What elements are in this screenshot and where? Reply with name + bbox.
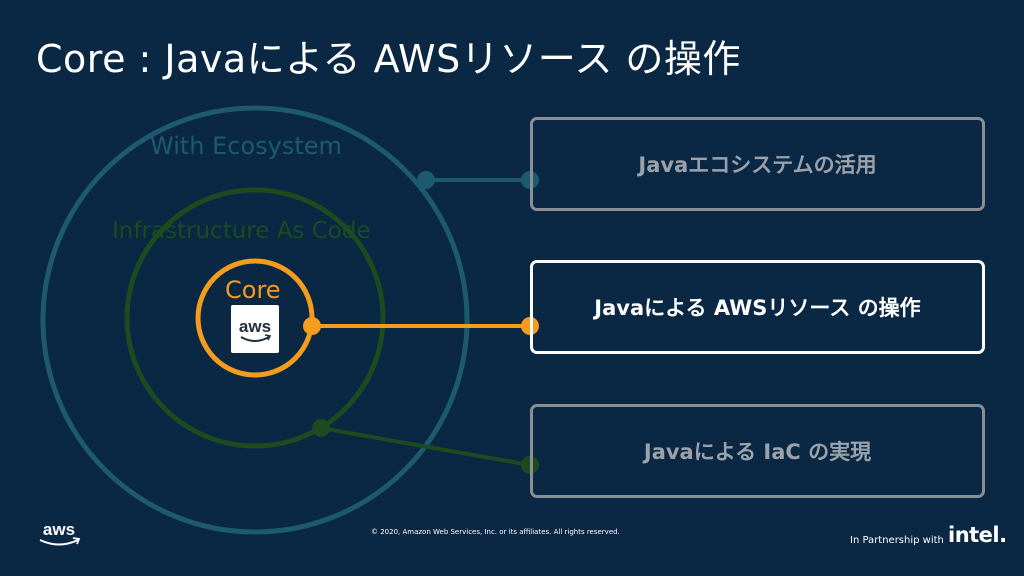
ecosystem-box: Javaエコシステムの活用 xyxy=(530,117,985,211)
ecosystem-ring-label: With Ecosystem xyxy=(150,132,342,160)
copyright-text: © 2020, Amazon Web Services, Inc. or its… xyxy=(371,528,620,536)
iac-ring xyxy=(124,187,386,449)
iac-node-start xyxy=(312,419,330,437)
aws-logo-icon: aws xyxy=(231,305,279,353)
ecosystem-node-start xyxy=(417,171,435,189)
intel-logo: intel. xyxy=(948,523,1007,547)
ecosystem-box-label: Javaエコシステムの活用 xyxy=(638,153,877,177)
iac-box: Javaによる IaC の実現 xyxy=(530,404,985,498)
svg-text:aws: aws xyxy=(43,520,75,539)
core-ring-label: Core xyxy=(225,276,281,304)
slide-title: Core : Javaによる AWSリソース の操作 xyxy=(36,37,741,81)
svg-text:aws: aws xyxy=(239,317,271,336)
iac-box-label: Javaによる IaC の実現 xyxy=(643,440,872,464)
core-box-label: Javaによる AWSリソース の操作 xyxy=(594,296,921,320)
iac-ring-label: Infrastructure As Code xyxy=(112,218,371,244)
iac-connector xyxy=(320,426,531,467)
core-box: Javaによる AWSリソース の操作 xyxy=(530,260,985,354)
aws-logo-icon: aws xyxy=(39,520,81,546)
ecosystem-ring xyxy=(40,105,470,535)
core-node-start xyxy=(303,317,321,335)
aws-badge-logo: aws xyxy=(239,317,272,342)
partner-text: In Partnership with xyxy=(850,535,944,546)
